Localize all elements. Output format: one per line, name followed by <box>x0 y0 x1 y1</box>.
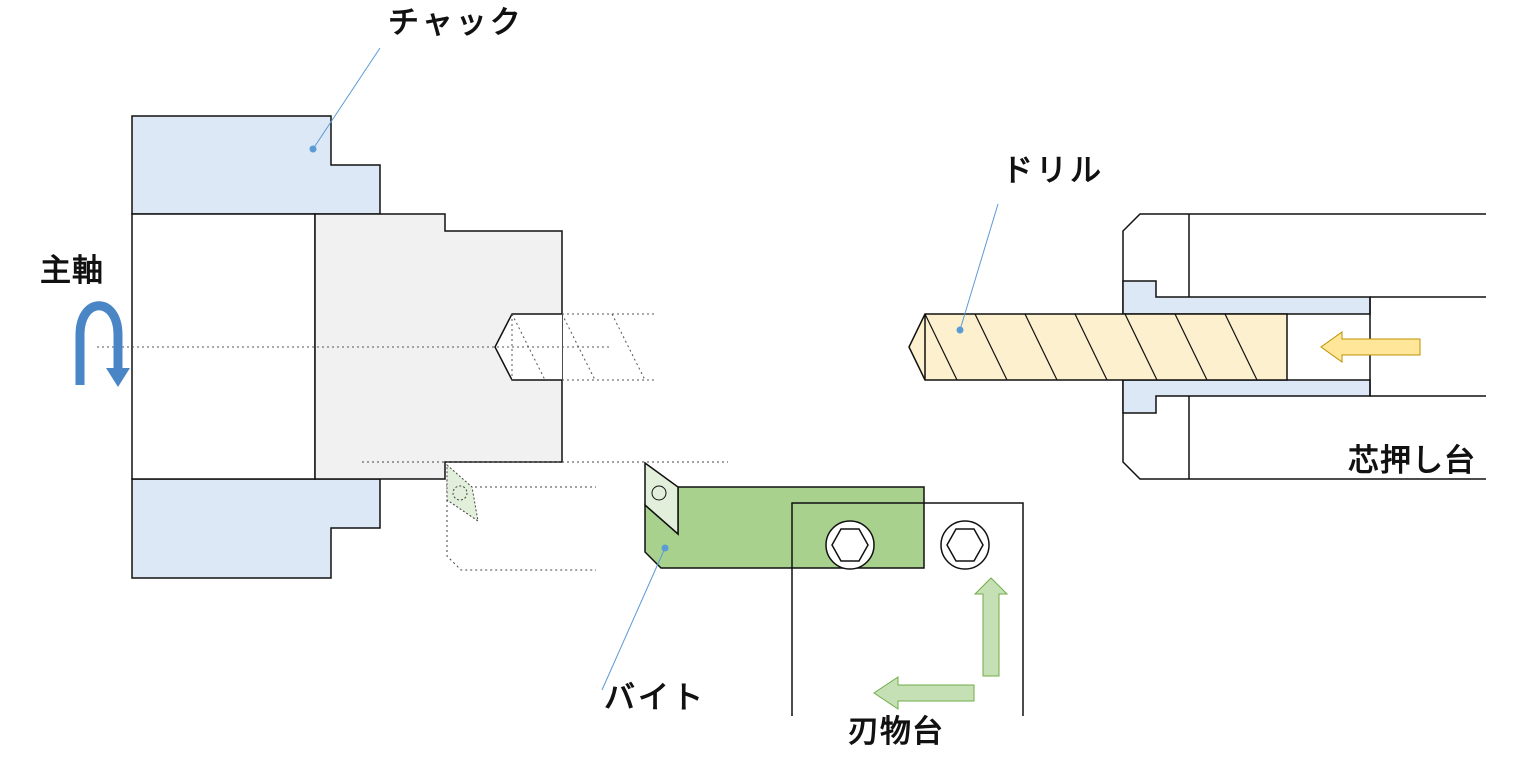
tool-post-body <box>791 502 1024 716</box>
tool-previous-position <box>362 461 728 571</box>
bite-label: バイト <box>604 680 706 716</box>
drill-body <box>908 313 1288 381</box>
tailstock <box>1122 213 1486 480</box>
tool-insert <box>644 461 679 536</box>
drill-label: ドリル <box>1002 153 1104 189</box>
chuck-label: チャック <box>388 5 524 41</box>
drill <box>908 313 1421 381</box>
chuck-assembly <box>131 115 381 579</box>
up-arrow-icon <box>973 577 1009 677</box>
drill-flutes <box>924 313 1258 381</box>
tool-previous-insert <box>446 463 479 523</box>
leader-lines <box>309 47 999 691</box>
tool-post-label: 刃物台 <box>848 714 944 750</box>
tool-previous-insert-screw <box>452 485 468 501</box>
tool-insert-screw <box>651 485 667 501</box>
left-arrow-icon <box>1320 331 1421 363</box>
chuck-leader-line <box>312 47 381 150</box>
spindle-label: 主軸 <box>40 253 104 289</box>
bite-leader-line <box>601 547 666 691</box>
tool-shank <box>644 486 925 569</box>
tool-post <box>791 502 1024 716</box>
left-arrow-icon <box>873 676 975 710</box>
workpiece <box>314 213 656 480</box>
hex-socket-bolt-icon <box>940 520 990 570</box>
tailstock-label: 芯押し台 <box>1348 443 1476 479</box>
chuck-upper-jaw <box>131 115 381 215</box>
hex-socket-bolt-icon <box>825 520 875 570</box>
drill-leader-line <box>959 203 999 331</box>
chuck-lower-jaw <box>131 478 381 579</box>
curved-rotation-arrow-icon <box>75 301 130 387</box>
